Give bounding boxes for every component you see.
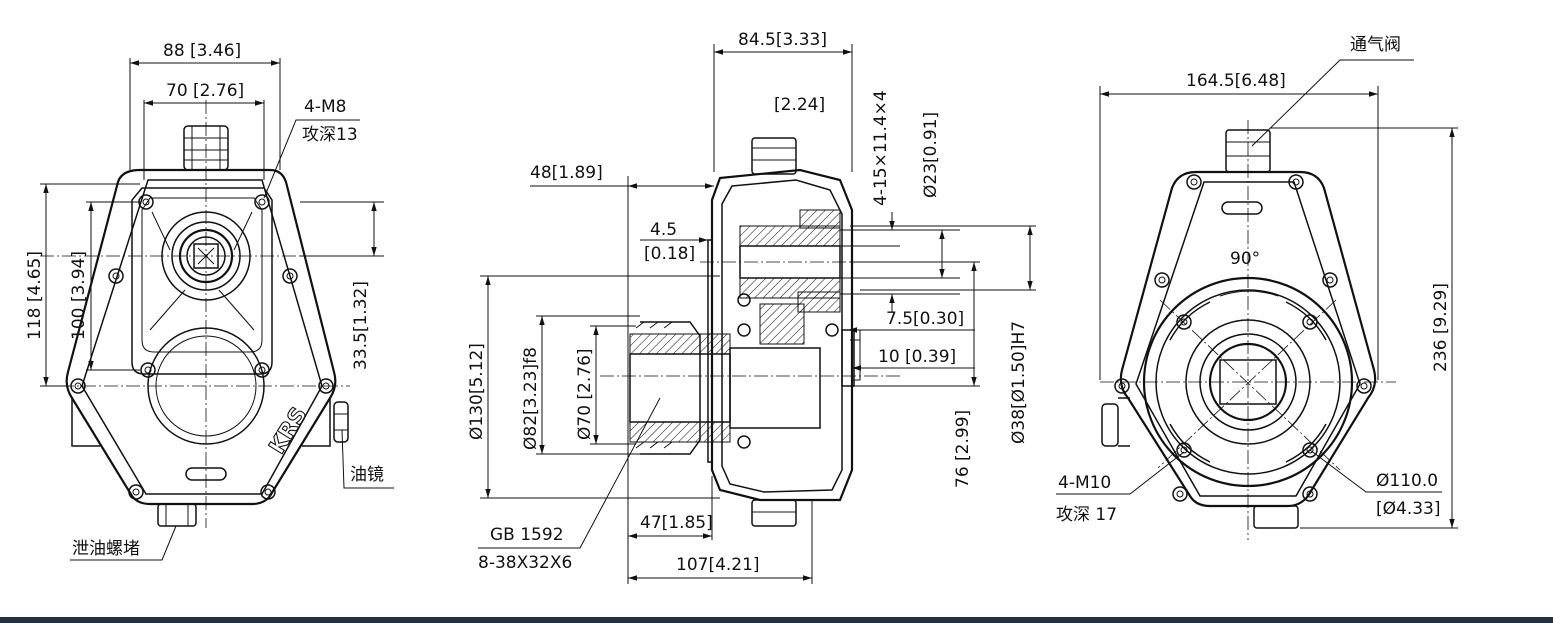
dim-keyway: 4-15×11.4×4 xyxy=(871,90,891,206)
dim-bore-23: Ø23[0.91] xyxy=(921,112,941,198)
note-drain-plug: 泄油螺堵 xyxy=(72,539,140,559)
right-view-bolts xyxy=(1114,174,1372,502)
right-view: 90° 164.5[6.48] 236 [9.29] 通气阀 4-M10 攻深 … xyxy=(1056,35,1458,540)
dim-bolt-circle-4-33: [Ø4.33] xyxy=(1376,499,1441,519)
dim-angle-90: 90° xyxy=(1230,249,1260,269)
dim-offset-33-5: 33.5[1.32] xyxy=(351,281,371,370)
left-view-bolts xyxy=(70,194,334,500)
note-sight-glass: 油镜 xyxy=(350,465,384,485)
dim-height-100: 100 [3.94] xyxy=(69,251,89,340)
middle-view: 84.5[3.33] [2.24] 48[1.89] 4.5 [0.18] 4-… xyxy=(467,30,1036,584)
dim-width-88: 88 [3.46] xyxy=(163,41,241,61)
dim-length-107: 107[4.21] xyxy=(676,555,760,575)
left-view: KRS 88 [3.46] 70 [2.76] 118 [4.65] 100 [… xyxy=(25,41,394,561)
dim-gap-4-5: 4.5 xyxy=(650,220,677,240)
dim-width-164-5: 164.5[6.48] xyxy=(1186,71,1286,91)
dim-bolt-circle-110: Ø110.0 xyxy=(1376,471,1438,491)
dim-height-118: 118 [4.65] xyxy=(25,251,45,340)
dim-inner-2-24: [2.24] xyxy=(774,95,825,115)
dim-height-76: 76 [2.99] xyxy=(953,410,973,488)
left-view-body xyxy=(65,125,349,527)
dim-flange-48: 48[1.89] xyxy=(530,163,603,183)
note-thread-depth-17: 攻深 17 xyxy=(1056,505,1117,525)
dim-length-47: 47[1.85] xyxy=(640,513,713,533)
dim-pilot-38: Ø38[Ø1.50]H7 xyxy=(1009,321,1029,444)
dim-step-10: 10 [0.39] xyxy=(878,347,956,367)
dim-gap-0-18: [0.18] xyxy=(644,244,695,264)
middle-view-body xyxy=(629,137,861,527)
dim-dia-130: Ø130[5.12] xyxy=(467,343,487,440)
dim-width-70: 70 [2.76] xyxy=(166,81,244,101)
note-vent-valve: 通气阀 xyxy=(1350,35,1401,55)
dim-overall-84-5: 84.5[3.33] xyxy=(738,30,827,50)
dim-dia-70: Ø70 [2.76] xyxy=(575,348,595,440)
note-thread-m10: 4-M10 xyxy=(1058,473,1111,493)
dim-dia-82: Ø82[3.23]f8 xyxy=(521,347,541,450)
dim-shoulder-7-5: 7.5[0.30] xyxy=(886,309,964,329)
bottom-bar xyxy=(0,617,1553,623)
note-thread-depth-13: 攻深13 xyxy=(302,125,358,145)
logo-text: KRS xyxy=(265,403,313,459)
note-thread-m8: 4-M8 xyxy=(304,97,346,117)
note-spline-standard: GB 1592 xyxy=(490,525,564,545)
dim-height-236: 236 [9.29] xyxy=(1431,283,1451,372)
note-spline-spec: 8-38X32X6 xyxy=(478,553,572,573)
